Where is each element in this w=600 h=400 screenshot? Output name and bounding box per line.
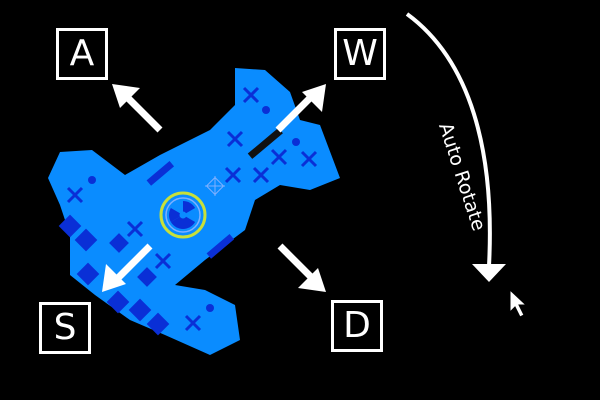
vent-slot xyxy=(247,127,283,159)
mouse-cursor-icon xyxy=(509,288,528,318)
hull-dot xyxy=(292,138,300,146)
key-a: A xyxy=(56,28,108,80)
rotate-arrow-icon xyxy=(405,12,506,282)
crosshair-icon xyxy=(205,176,225,196)
arrow-down-right-icon xyxy=(277,243,326,292)
hull-dot xyxy=(262,106,270,114)
vent-slot xyxy=(206,234,235,259)
radiation-icon xyxy=(159,191,207,239)
hull-dot xyxy=(206,304,214,312)
hull-dot xyxy=(88,176,96,184)
arrow-up-left-icon xyxy=(112,84,163,133)
key-d: D xyxy=(331,300,383,352)
hull-panel xyxy=(74,228,98,252)
arrow-down-left-icon xyxy=(102,243,153,292)
key-s: S xyxy=(39,302,91,354)
turret-markers xyxy=(66,86,318,332)
arrow-up-right-icon xyxy=(275,84,326,133)
key-w: W xyxy=(334,28,386,80)
hull-panel xyxy=(76,262,100,286)
vent-slot xyxy=(146,161,175,186)
hull-panel xyxy=(109,233,129,253)
direction-arrows xyxy=(102,84,326,292)
hull-panel xyxy=(106,290,130,314)
hull-panel xyxy=(137,267,157,287)
